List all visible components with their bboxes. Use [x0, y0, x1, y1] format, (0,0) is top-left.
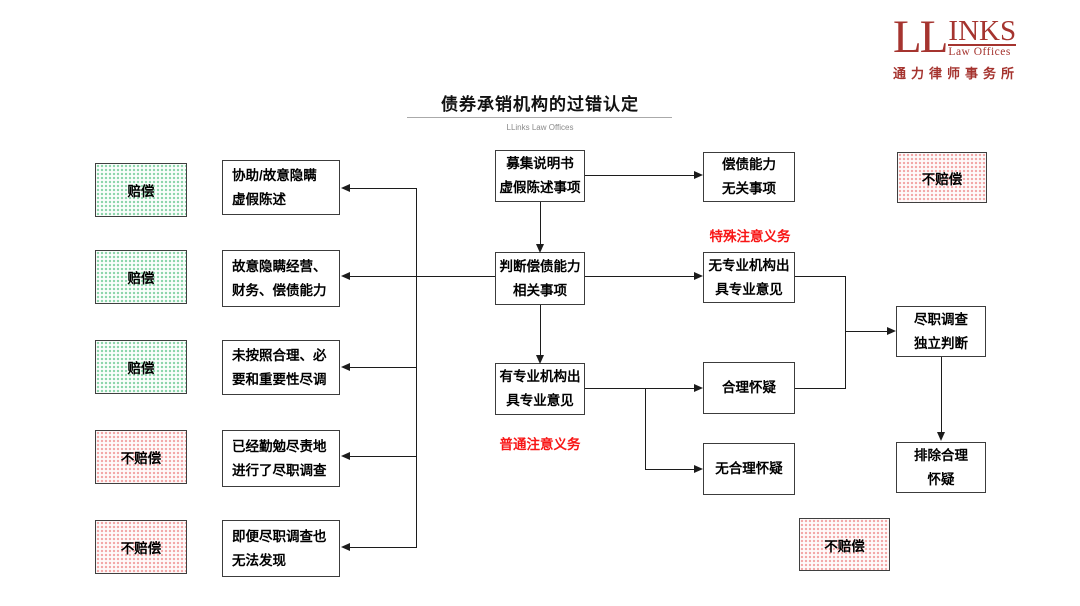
- flow-box-prospectus-misstatement: 募集说明书 虚假陈述事项: [495, 150, 585, 202]
- connector-withpro-to-doubt: [585, 388, 695, 389]
- connector-to-nodoubt: [645, 469, 695, 470]
- arrowhead-to-exclude-down: [936, 432, 945, 441]
- cause-box-diligent-investigation: 已经勤勉尽责地 进行了尽职调查: [222, 430, 340, 487]
- arrowhead-to-nopro-right: [694, 272, 703, 280]
- flow-box-no-reasonable-doubt: 无合理怀疑: [703, 443, 795, 495]
- flow-box-judge-solvency: 判断偿债能力 相关事项: [495, 252, 585, 305]
- outcome-box-compensate-2: 赔偿: [95, 250, 187, 304]
- flow-box-unrelated-to-solvency: 偿债能力 无关事项: [703, 152, 795, 202]
- arrowhead-row2-left: [341, 272, 350, 280]
- annotation-ordinary-duty: 普通注意义务: [499, 437, 581, 452]
- cause-box-conceal-operation-finance: 故意隐瞒经营、 财务、偿债能力: [222, 250, 340, 307]
- logo-rule: [948, 44, 1017, 46]
- connector-branch-row1: [349, 188, 417, 189]
- arrowhead-row4-left: [341, 452, 350, 460]
- connector-nopro-out: [795, 276, 846, 277]
- connector-branch-row3: [349, 367, 417, 368]
- outcome-box-no-compensate-1: 不赔偿: [95, 430, 187, 484]
- logo-law-offices: Law Offices: [948, 46, 1011, 58]
- logo-wordmark: LL INKS Law Offices: [893, 11, 1019, 63]
- logo-inks-letters: INKS: [948, 15, 1017, 47]
- connector-branch-row2-feed: [349, 276, 495, 277]
- connector-doubt-out: [795, 388, 846, 389]
- annotation-special-duty: 特殊注意义务: [709, 229, 791, 244]
- outcome-box-compensate-3: 赔偿: [95, 340, 187, 394]
- outcome-box-compensate-1: 赔偿: [95, 163, 187, 217]
- arrowhead-to-nodoubt-right: [694, 465, 703, 473]
- connector-merge-vertical: [845, 276, 846, 389]
- arrowhead-to-judge-down: [535, 244, 544, 253]
- arrowhead-to-unrelated-right: [694, 171, 703, 179]
- connector-judge-to-withpro: [540, 305, 541, 356]
- arrowhead-row3-left: [341, 363, 350, 371]
- connector-branch-row4: [349, 456, 417, 457]
- logo-ll-letters: LL: [893, 11, 948, 63]
- cause-box-no-reasonable-diligence: 未按照合理、必 要和重要性尽调: [222, 340, 340, 395]
- arrowhead-to-withpro-down: [535, 355, 544, 364]
- arrowhead-to-ddjudgment-right: [887, 327, 896, 335]
- connector-ddjudgment-to-exclude: [941, 357, 942, 434]
- page-title: 债券承销机构的过错认定: [441, 95, 639, 114]
- flow-box-due-diligence-judgment: 尽职调查 独立判断: [896, 306, 986, 357]
- llinks-logo: LL INKS Law Offices 通力律师事务所: [893, 11, 1020, 82]
- logo-inks-block: INKS Law Offices: [948, 15, 1017, 60]
- page-subtitle: LLinks Law Offices: [506, 123, 574, 132]
- connector-judge-to-nopro: [585, 276, 695, 277]
- connector-prospectus-to-unrelated: [585, 175, 695, 176]
- cause-box-assist-conceal-misstatement: 协助/故意隐瞒 虚假陈述: [222, 160, 340, 215]
- connector-trunk-vertical: [416, 189, 417, 548]
- connector-split-vertical: [645, 388, 646, 470]
- flow-box-reasonable-doubt: 合理怀疑: [703, 362, 795, 414]
- outcome-box-no-compensate-bottom: 不赔偿: [799, 518, 890, 571]
- arrowhead-to-doubt-right: [694, 384, 703, 392]
- flow-box-no-professional-opinion: 无专业机构出 具专业意见: [703, 252, 795, 303]
- outcome-box-no-compensate-2: 不赔偿: [95, 520, 187, 574]
- connector-branch-row5: [349, 547, 417, 548]
- outcome-box-no-compensate-top-right: 不赔偿: [897, 152, 987, 203]
- arrowhead-row1-left: [341, 184, 350, 192]
- logo-chinese-name: 通力律师事务所: [893, 65, 1020, 81]
- title-divider: [407, 117, 672, 118]
- arrowhead-row5-left: [341, 543, 350, 551]
- connector-to-ddjudgment: [845, 331, 888, 332]
- connector-prospectus-to-judge: [540, 202, 541, 246]
- flow-box-with-professional-opinion: 有专业机构出 具专业意见: [495, 363, 585, 415]
- flow-box-exclude-reasonable-doubt: 排除合理 怀疑: [896, 442, 986, 493]
- cause-box-undiscoverable: 即便尽职调查也 无法发现: [222, 520, 340, 577]
